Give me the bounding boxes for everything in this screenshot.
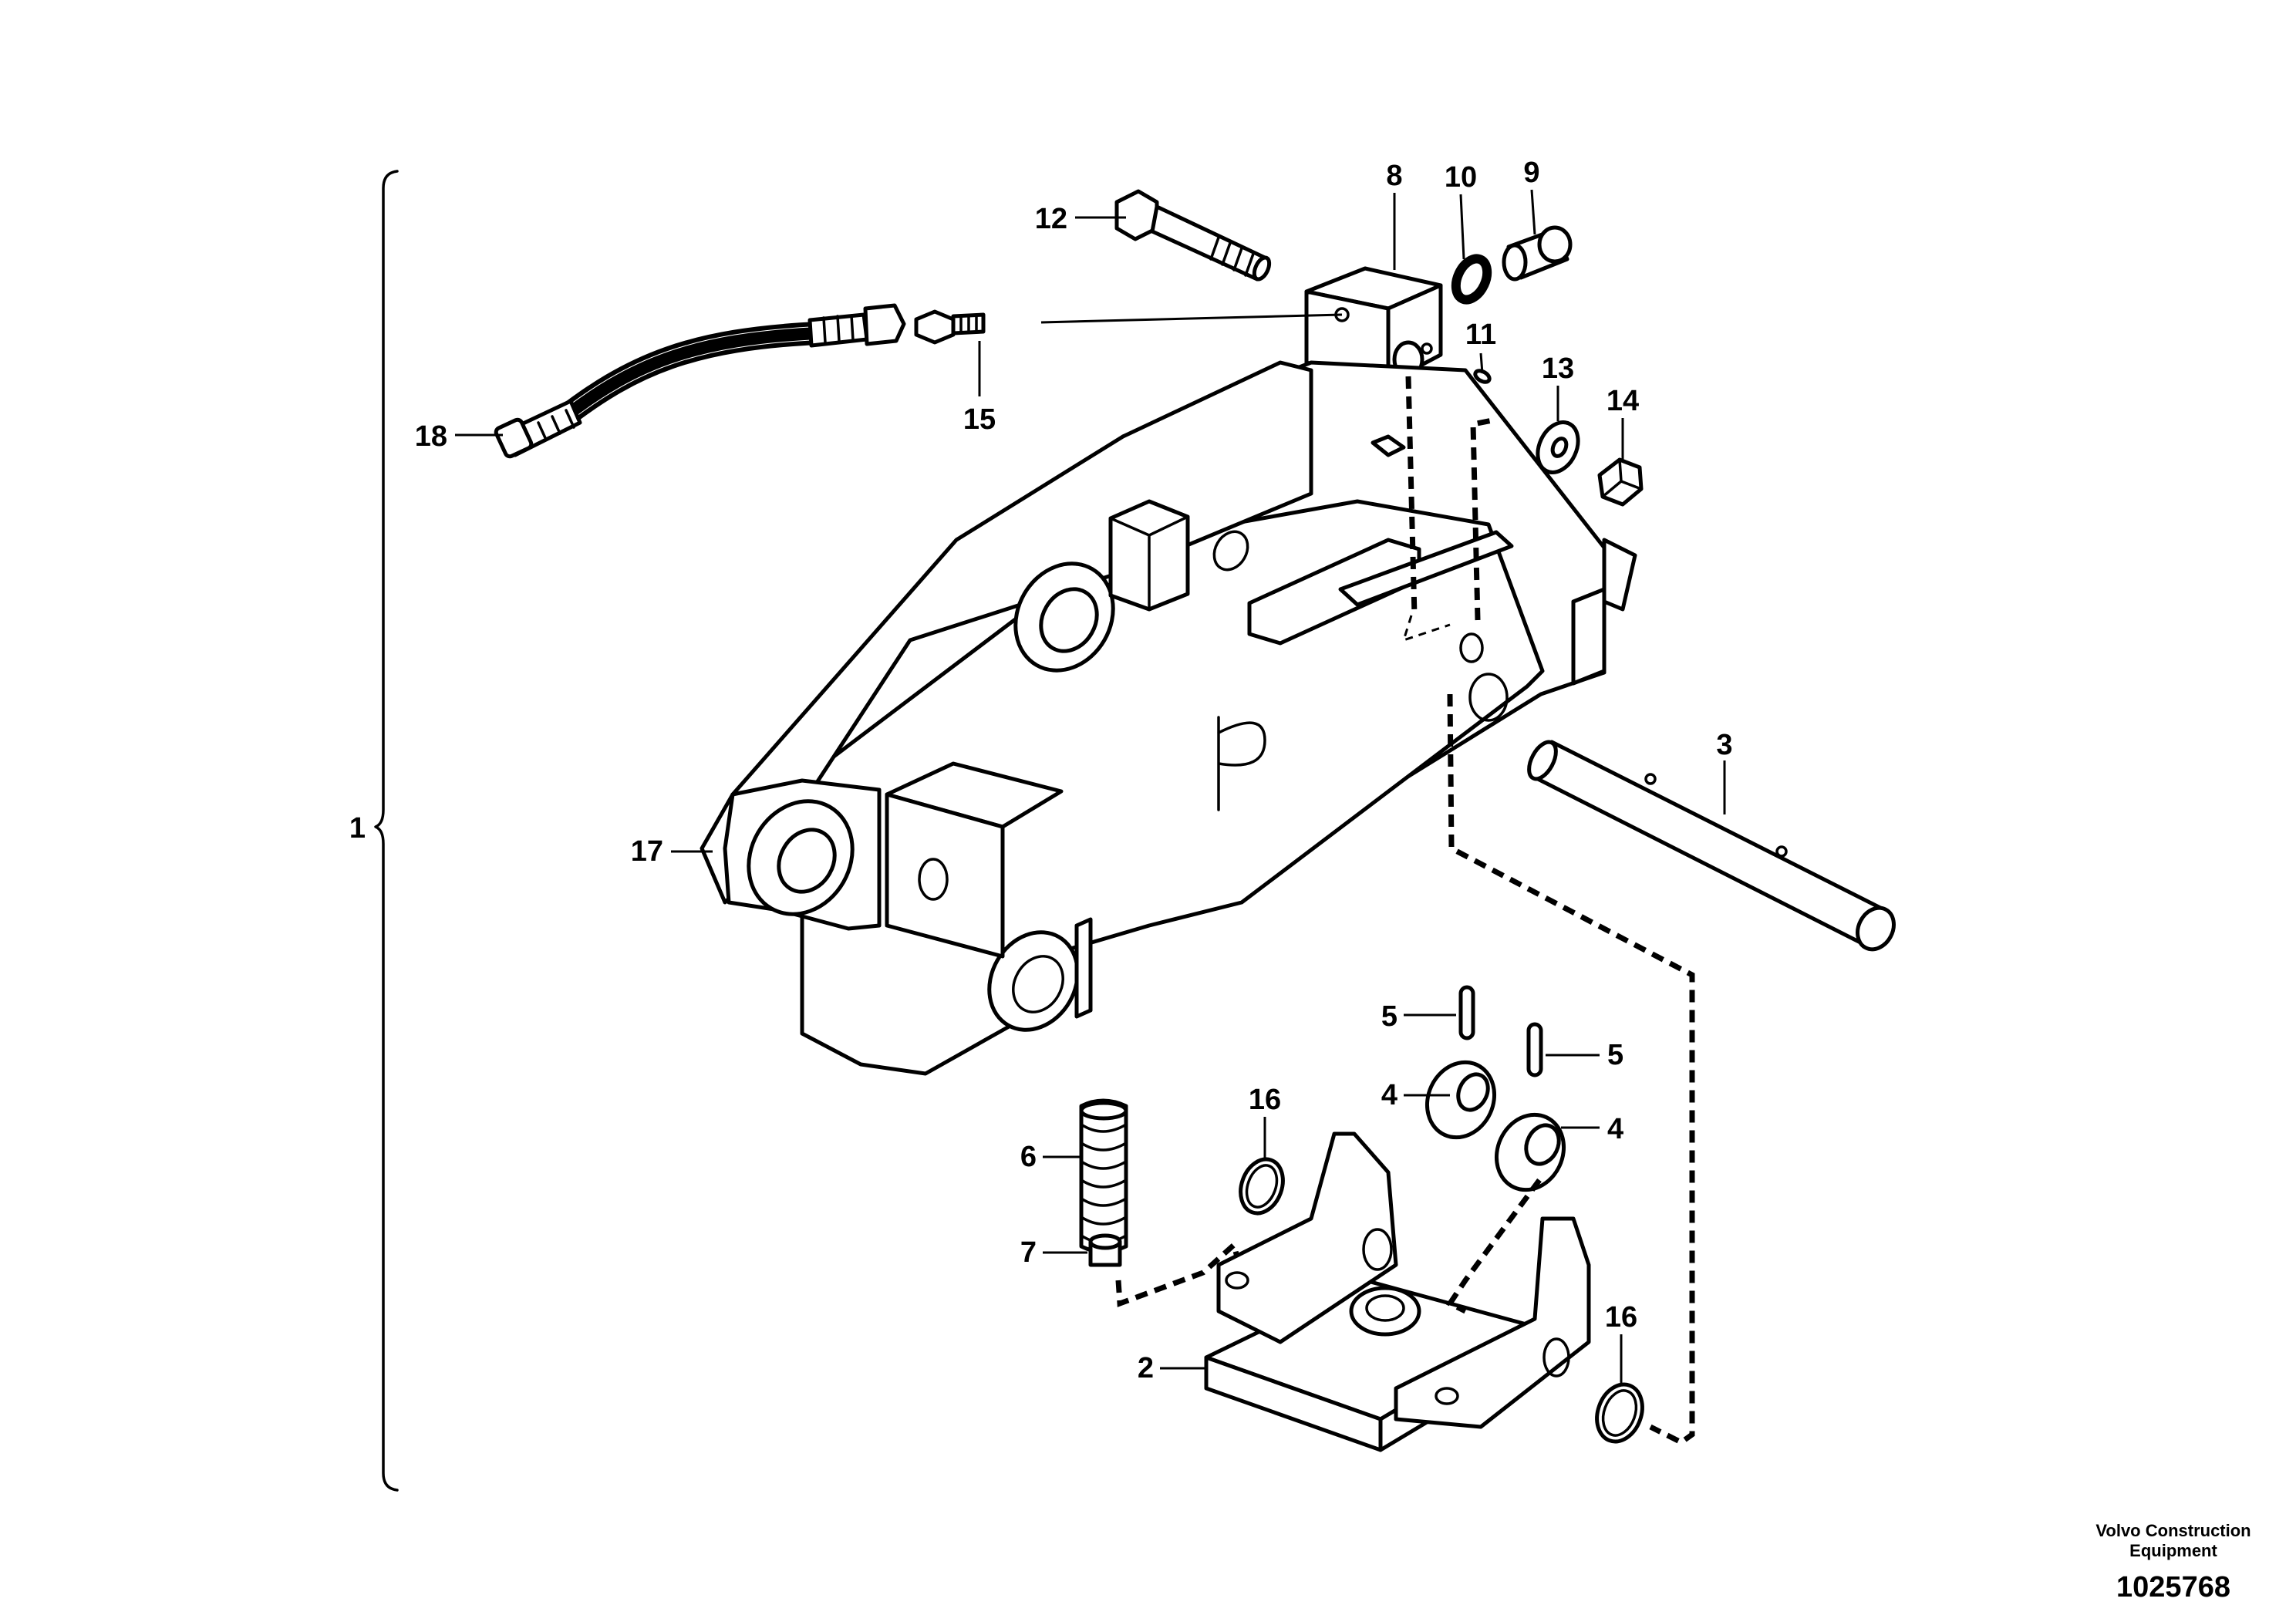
fitting	[914, 309, 986, 345]
callout-7: 7	[1020, 1236, 1037, 1269]
valve-block	[1304, 266, 1443, 385]
washer	[1536, 420, 1580, 474]
callout-4-right: 4	[1607, 1113, 1623, 1145]
hydraulic-hose	[494, 303, 906, 459]
callout-5-right: 5	[1607, 1039, 1623, 1071]
callout-10: 10	[1445, 161, 1477, 194]
main-frame	[700, 360, 1637, 1076]
callout-16-lower: 16	[1605, 1301, 1637, 1334]
shaft	[1527, 740, 1896, 952]
assembly-path-lines	[1115, 376, 1695, 1446]
callout-labels: 1 2 3 4 4 5 5 6 7 8 9 10 11 12 13 14 15 …	[349, 157, 1733, 1384]
callout-8: 8	[1386, 160, 1402, 192]
callout-4-left: 4	[1381, 1079, 1397, 1111]
callout-17: 17	[631, 835, 663, 868]
o-ring	[1451, 254, 1492, 305]
bushing	[1424, 1060, 1566, 1192]
callout-16-upper: 16	[1249, 1084, 1281, 1116]
plug	[1502, 225, 1573, 282]
company-line-1: Volvo Construction	[2095, 1521, 2250, 1540]
drawing-number: 1025768	[2116, 1571, 2230, 1603]
callout-14: 14	[1607, 385, 1639, 417]
bolt	[1114, 189, 1272, 282]
callout-12: 12	[1035, 203, 1067, 235]
callout-6: 6	[1020, 1141, 1037, 1173]
assembly-brace	[374, 170, 399, 1492]
callout-11: 11	[1465, 319, 1496, 351]
callout-1: 1	[349, 812, 366, 845]
callout-18: 18	[415, 420, 447, 453]
o-ring	[1239, 1157, 1644, 1444]
small-pin	[1473, 369, 1492, 384]
callout-15: 15	[963, 403, 996, 436]
spring	[1079, 1098, 1128, 1254]
leader-lines	[455, 189, 1726, 1384]
callout-9: 9	[1523, 157, 1539, 189]
plunger	[1088, 1233, 1122, 1267]
callout-13: 13	[1542, 352, 1574, 385]
callout-5-left: 5	[1381, 1000, 1397, 1033]
callout-2: 2	[1138, 1352, 1154, 1384]
nut	[1597, 457, 1644, 507]
locking-plate	[1204, 1131, 1591, 1452]
roll-pin	[1458, 985, 1543, 1077]
callout-3: 3	[1716, 729, 1732, 761]
company-line-2: Equipment	[2129, 1541, 2217, 1560]
footer: Volvo Construction Equipment 1025768	[2095, 1521, 2250, 1603]
